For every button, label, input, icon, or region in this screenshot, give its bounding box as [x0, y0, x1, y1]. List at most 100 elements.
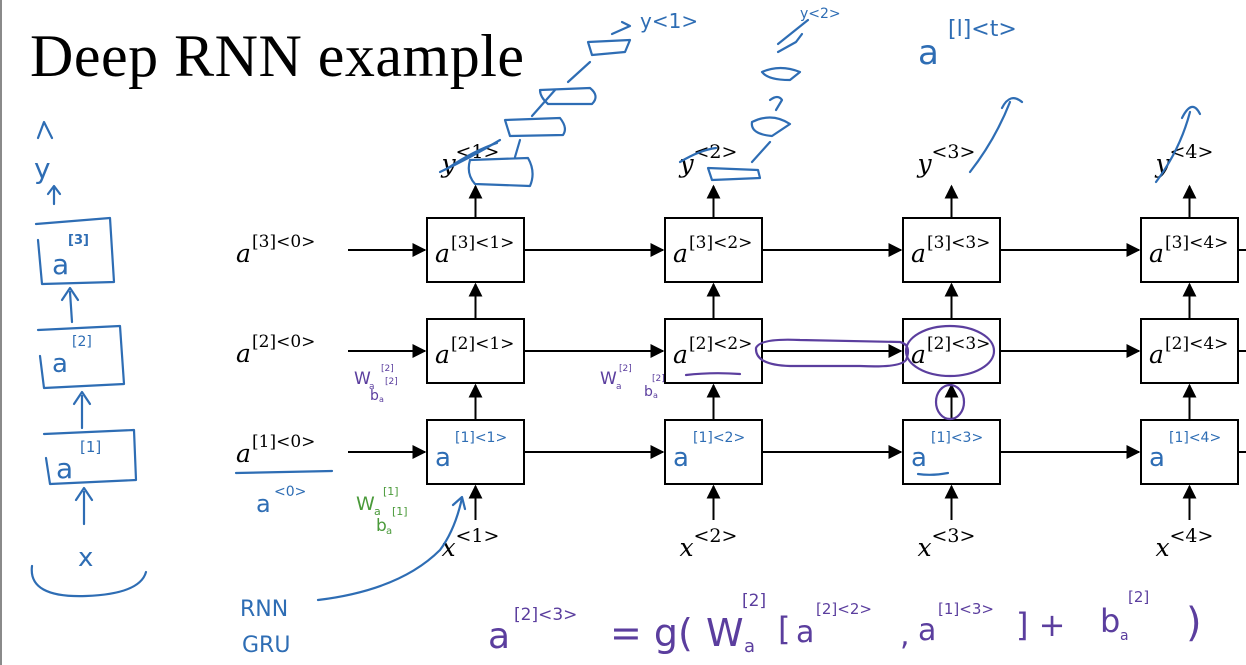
cell-label-base-layer3-t4: a: [1149, 239, 1164, 268]
notation-base: a: [918, 33, 939, 73]
cell-label-base-layer3-t1: a: [435, 239, 450, 268]
layer2-col2-w-sub: a: [616, 382, 622, 392]
sidebar-arrow-1-2: [72, 390, 92, 430]
cell-label-sup-layer3-t2: [3]<2>: [689, 233, 752, 253]
cell-label-sup-layer2-t1: [2]<1>: [451, 334, 514, 354]
cell-box-layer2-t3: [902, 318, 1001, 384]
initial-activation-labels: a [3]<0> a [2]<0> a [1]<0>: [236, 232, 315, 468]
eq-w: W: [706, 611, 744, 655]
eq-t1-sup: [2]<2>: [816, 600, 872, 618]
cell-label-sup-layer3-t4: [3]<4>: [1165, 233, 1228, 253]
eq-t2-sup: [1]<3>: [938, 600, 994, 618]
eq-comma: ,: [900, 618, 910, 653]
eq-b-sub: a: [1120, 628, 1129, 644]
cell-label-base-layer1-t4: a: [1149, 443, 1165, 473]
cell-label-sup-layer1-t3: [1]<3>: [931, 430, 983, 446]
init-a3-sup: [3]<0>: [252, 232, 315, 252]
sidebar-box-3: [34, 216, 116, 286]
cell-type-rnn: RNN: [240, 597, 288, 622]
cell-label-sup-layer1-t1: [1]<1>: [455, 430, 507, 446]
cell-label-sup-layer2-t4: [2]<4>: [1165, 334, 1228, 354]
rnn-grid: x<1>y<1>a[1]<1>a[2]<1>a[3]<1>x<2>y<2>a[1…: [348, 141, 1246, 562]
output-label-sup-t2: <2>: [694, 141, 738, 163]
cell-type-arrowhead: [451, 495, 467, 511]
layer2-col2-w: W: [600, 369, 617, 389]
layer2-col2-w-sup: [2]: [619, 364, 632, 374]
eq-close: ] +: [1016, 606, 1065, 644]
output-label-sup-t3: <3>: [932, 141, 976, 163]
cell-label-base-layer2-t1: a: [435, 340, 450, 369]
cell-box-layer3-t2: [664, 217, 763, 283]
cell-label-sup-layer3-t3: [3]<3>: [927, 233, 990, 253]
y2-extension-label: y<2>: [800, 6, 841, 22]
cell-label-sup-layer1-t2: [1]<2>: [693, 430, 745, 446]
layer2-col1-w-sup: [2]: [381, 364, 394, 374]
layer1-w-sub: a: [374, 505, 381, 518]
input-label-sup-t4: <4>: [1170, 525, 1214, 547]
cell-label-base-layer1-t3: a: [911, 443, 927, 473]
cell-box-layer1-t1: [426, 419, 525, 485]
sidebar-box-2: [36, 324, 126, 390]
eq-lhs-sup: [2]<3>: [514, 605, 577, 625]
sidebar-stack: y a [3] a [2] a [1] x: [30, 120, 148, 598]
sidebar-box-1: [42, 428, 138, 486]
cell-label-base-layer1-t2: a: [673, 443, 689, 473]
layer2-col2-b-sup: [2]: [652, 374, 665, 384]
sidebar-bracket: [30, 564, 148, 598]
cell-box-layer2-t1: [426, 318, 525, 384]
y2-extension-sketch: y<2>: [678, 6, 841, 182]
sidebar-input-x: x: [78, 543, 93, 573]
a13-underline: [916, 471, 950, 476]
cell-box-layer1-t4: [1140, 419, 1239, 485]
output-label-base-t4: y: [1155, 149, 1171, 178]
cell-box-layer3-t1: [426, 217, 525, 283]
y3-extension-arrow: [968, 100, 1012, 174]
layer1-w-sup: [1]: [383, 485, 399, 498]
y3-extension-arrowhead: [1000, 97, 1024, 110]
layer2-col1-b: b: [370, 388, 379, 404]
cell-label-sup-layer2-t2: [2]<2>: [689, 334, 752, 354]
sidebar-output-y: y: [34, 152, 51, 185]
a0-underline: [234, 469, 334, 475]
eq-t2-base: a: [918, 613, 936, 648]
cell-box-layer3-t4: [1140, 217, 1239, 283]
input-label-base-t1: x: [442, 533, 456, 562]
input-label-sup-t3: <3>: [932, 525, 976, 547]
layer1-b: b: [376, 516, 387, 536]
layer1-w: W: [356, 493, 375, 515]
slide-title: Deep RNN example: [30, 23, 525, 89]
input-label-base-t2: x: [680, 533, 694, 562]
cell-type-gru: GRU: [242, 633, 290, 658]
layer2-col1-w-sub: a: [369, 382, 375, 392]
y4-extension-arrow: [1154, 110, 1192, 184]
y4-extension-arrowhead: [1180, 105, 1202, 120]
eq-b: b: [1100, 602, 1120, 640]
layer2-col2-b-sub: a: [653, 391, 658, 400]
cell-label-base-layer3-t3: a: [911, 239, 926, 268]
layer1-b-sub: a: [386, 526, 392, 537]
recurrent-path-highlight: [754, 338, 910, 368]
cell-box-layer3-t3: [902, 217, 1001, 283]
init-a2-base: a: [236, 339, 251, 368]
cell-label-sup-layer3-t1: [3]<1>: [451, 233, 514, 253]
cell-box-layer1-t2: [664, 419, 763, 485]
y1-extension-sketch: y<1>: [438, 9, 698, 188]
a23-circle: [904, 324, 996, 378]
sidebar-box3-sup: [3]: [68, 233, 89, 248]
eq-lhs-base: a: [488, 616, 510, 657]
sidebar-box3-base: a: [52, 248, 69, 281]
sidebar-box2-sup: [2]: [72, 334, 92, 350]
eq-open-bracket: [: [778, 610, 790, 648]
output-label-base-t2: y: [679, 149, 695, 178]
a22-underline: [684, 372, 742, 377]
eq-w-sup: [2]: [742, 591, 766, 611]
sidebar-box1-sup: [1]: [80, 438, 101, 456]
init-a2-sup: [2]<0>: [252, 332, 315, 352]
eq-b-sup: [2]: [1128, 588, 1149, 606]
y1-extension-label: y<1>: [640, 9, 698, 33]
cell-label-base-layer2-t4: a: [1149, 340, 1164, 369]
sidebar-arrow-y: [46, 184, 62, 206]
eq-t1-base: a: [796, 615, 814, 650]
vertical-input-circle: [934, 383, 966, 421]
